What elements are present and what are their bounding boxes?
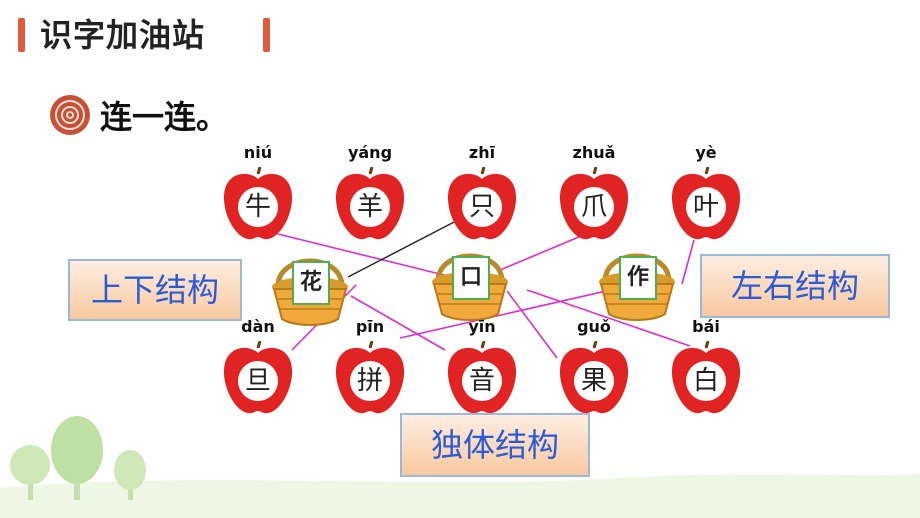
label-single-structure[interactable]: 独体结构 bbox=[400, 413, 590, 477]
pinyin-label: zhī bbox=[468, 143, 496, 162]
pinyin-label: guǒ bbox=[577, 317, 611, 336]
apple-card[interactable]: dàn 旦 bbox=[222, 317, 294, 415]
hanzi-label: 拼 bbox=[356, 366, 383, 396]
line-zhi-hua bbox=[347, 219, 459, 278]
apple-card[interactable]: yè 叶 bbox=[670, 143, 742, 241]
apple-icon bbox=[671, 340, 741, 414]
apple-icon bbox=[223, 340, 293, 414]
connection-lines bbox=[277, 233, 695, 359]
apple-icon bbox=[223, 166, 293, 240]
pinyin-label: yáng bbox=[347, 143, 393, 162]
hanzi-label: 白 bbox=[692, 366, 719, 396]
hanzi-label: 叶 bbox=[692, 192, 719, 222]
pinyin-label: bái bbox=[692, 317, 720, 336]
apple-icon bbox=[559, 340, 629, 414]
hanzi-label: 爪 bbox=[580, 192, 607, 222]
pinyin-label: dàn bbox=[241, 317, 275, 336]
apple-card[interactable]: niú 牛 bbox=[222, 143, 294, 241]
basket-card[interactable]: 作 bbox=[597, 248, 677, 322]
hanzi-label: 牛 bbox=[244, 192, 271, 222]
title-bar-right bbox=[263, 18, 270, 52]
instruction-text: 连一连。 bbox=[100, 98, 229, 136]
basket-card[interactable]: 花 bbox=[270, 253, 350, 327]
apple-card[interactable]: zhī 只 bbox=[446, 143, 518, 241]
hanzi-label: 只 bbox=[468, 192, 495, 222]
line-hua-yin bbox=[350, 295, 446, 351]
apple-card[interactable]: guǒ 果 bbox=[558, 317, 630, 415]
ground-shape bbox=[0, 474, 920, 518]
line-zhua-kou bbox=[499, 233, 587, 271]
line-kou-guo bbox=[506, 290, 558, 359]
label-left-right-structure[interactable]: 左右结构 bbox=[700, 254, 890, 318]
apple-card[interactable]: bái 白 bbox=[670, 317, 742, 415]
hanzi-label: 旦 bbox=[244, 366, 271, 396]
pinyin-label: niú bbox=[243, 143, 273, 162]
apple-card[interactable]: yáng 羊 bbox=[334, 143, 406, 241]
swirl-icon bbox=[50, 95, 90, 135]
label-top-down-structure[interactable]: 上下结构 bbox=[68, 259, 242, 321]
apple-card[interactable]: pīn 拼 bbox=[334, 317, 406, 415]
apple-icon bbox=[335, 166, 405, 240]
apple-icon bbox=[671, 166, 741, 240]
pinyin-label: pīn bbox=[355, 317, 385, 336]
section-title: 识字加油站 bbox=[18, 12, 270, 58]
line-niu-kou bbox=[277, 233, 469, 282]
hanzi-card: 作 bbox=[619, 256, 657, 300]
basket-card[interactable]: 口 bbox=[430, 248, 510, 322]
apple-icon bbox=[559, 166, 629, 240]
hanzi-label: 羊 bbox=[356, 192, 383, 222]
pinyin-label: zhuǎ bbox=[572, 143, 616, 162]
page-title: 识字加油站 bbox=[40, 16, 206, 54]
apple-icon bbox=[447, 166, 517, 240]
apple-icon bbox=[447, 340, 517, 414]
hanzi-card: 口 bbox=[452, 256, 490, 300]
apple-icon bbox=[335, 340, 405, 414]
title-bar-left bbox=[18, 18, 25, 52]
apple-card[interactable]: zhuǎ 爪 bbox=[558, 143, 630, 241]
hanzi-label: 果 bbox=[580, 366, 607, 396]
tree-decoration bbox=[10, 416, 146, 500]
pinyin-label: yè bbox=[695, 143, 717, 162]
apple-card[interactable]: yīn 音 bbox=[446, 317, 518, 415]
pinyin-label: yīn bbox=[468, 317, 496, 336]
line-ye-zuo bbox=[681, 239, 695, 285]
hanzi-label: 音 bbox=[468, 366, 495, 396]
line-kou-bai bbox=[526, 289, 691, 347]
hanzi-card: 花 bbox=[292, 261, 330, 305]
